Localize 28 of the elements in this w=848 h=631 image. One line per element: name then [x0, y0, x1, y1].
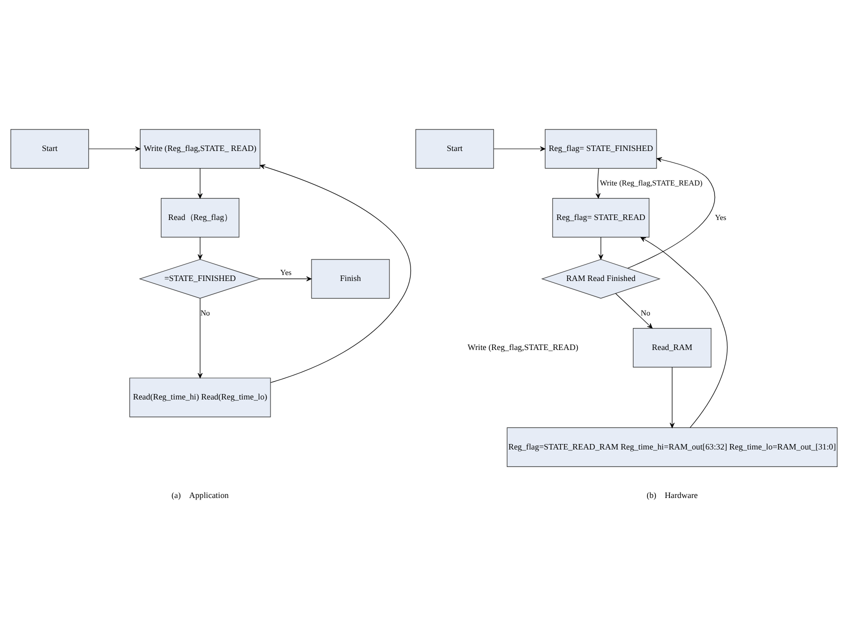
arrow — [88, 146, 140, 151]
arrow — [598, 236, 604, 260]
arrow — [198, 298, 203, 378]
arrow — [198, 236, 203, 260]
node-box: Read（Reg_flag） — [160, 197, 240, 238]
arrow — [260, 164, 411, 382]
node-diamond: =STATE_FINISHED — [138, 258, 262, 298]
arrow — [596, 168, 600, 198]
node-box: Reg_flag= STATE_READ — [552, 197, 650, 238]
node-box: Reg_flag=STATE_READ_RAM Reg_time_hi=RAM_out[63:32] Reg_time_lo=RAM_out_[31:0] — [506, 426, 838, 466]
arrow — [494, 146, 546, 151]
node-box: Write (Reg_flag,STATE_ READ) — [140, 128, 260, 168]
arrow — [260, 276, 312, 281]
arrow — [640, 236, 728, 428]
node-box: Read(Reg_time_hi) Read(Reg_time_lo) — [129, 377, 271, 417]
arrow — [615, 292, 653, 328]
label: (b) Hardware — [646, 490, 698, 500]
node-box: Start — [415, 128, 494, 168]
node-box: Finish — [311, 258, 390, 298]
arrow — [198, 168, 203, 198]
arrow — [627, 156, 716, 268]
node-diamond: RAM Read Finished — [541, 258, 661, 298]
label: Write (Reg_flag,STATE_READ) — [468, 342, 578, 352]
node-box: Reg_flag= STATE_FINISHED — [544, 128, 657, 168]
arrow — [670, 366, 675, 428]
node-box: Start — [10, 128, 89, 168]
label: (a) Application — [171, 490, 229, 500]
node-box: Read_RAM — [632, 327, 712, 368]
